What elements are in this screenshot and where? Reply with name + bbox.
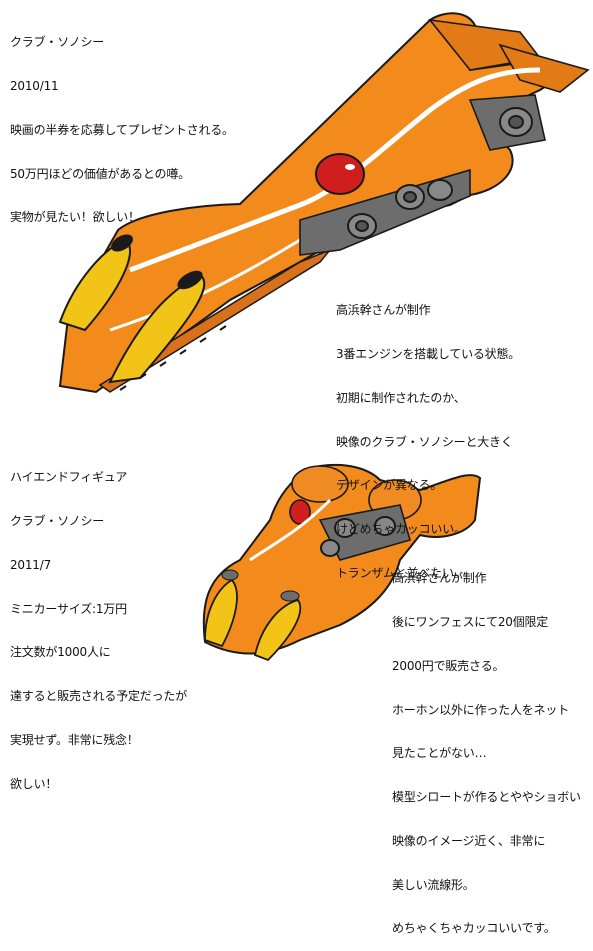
- note-line: 3番エンジンを搭載している状態。: [336, 346, 521, 361]
- note-line: 実物が見たい！欲しい！: [10, 210, 140, 225]
- note-line: クラブ・ソノシー: [10, 513, 105, 528]
- note-line: クラブ・ソノシー: [10, 35, 105, 50]
- car-hood-bulge: [291, 465, 349, 503]
- note-line: 映画の半券を応募してプレゼントされる。: [10, 122, 234, 137]
- wheel-icon: [347, 107, 533, 239]
- note-takahama-model: 高浜幹さんが制作 3番エンジンを搭載している状態。 初期に制作されたのか、 映像…: [336, 274, 520, 595]
- car-fin: [498, 43, 590, 93]
- note-line: けどめちゃカッコいい。: [336, 522, 466, 537]
- note-line: 達すると販売される予定だったが: [10, 689, 188, 704]
- note-line: ハイエンドフィギュア: [10, 470, 128, 485]
- wheel-icon: [320, 516, 396, 557]
- note-line: 2000円で販売さる。: [392, 658, 505, 673]
- note-line: 映像のイメージ近く、非常に: [392, 833, 546, 848]
- note-line: 見たことがない…: [392, 746, 487, 761]
- note-club-sonosie-2010: クラブ・ソノシー 2010/11 映画の半券を応募してプレゼントされる。 50万…: [10, 6, 234, 240]
- yellow-intake: [253, 598, 302, 662]
- note-line: 欲しい！: [10, 776, 58, 791]
- note-line: 50万円ほどの価値があるとの噂。: [10, 166, 190, 181]
- note-line: 美しい流線形。: [392, 877, 475, 892]
- car-stripe: [109, 238, 301, 332]
- note-wonfes-model: 高浜幹さんが制作 後にワンフェスにて20個限定 2000円で販売さる。 ホーホン…: [392, 542, 581, 951]
- note-line: 注文数が1000人に: [10, 645, 111, 660]
- note-line: ミニカーサイズ:1万円: [10, 601, 127, 616]
- note-line: トランザムと並べたい。: [336, 565, 466, 580]
- note-line: めちゃくちゃカッコいいです。: [392, 921, 556, 936]
- intake-vent-icon: [177, 270, 203, 290]
- cockpit-canopy: [289, 499, 311, 525]
- note-line: 高浜幹さんが制作: [336, 303, 431, 318]
- note-line: 高浜幹さんが制作: [392, 571, 487, 586]
- note-line: 映像のクラブ・ソノシーと大きく: [336, 434, 513, 449]
- note-line: デザインが異なる。: [336, 478, 443, 493]
- car-stripe: [249, 498, 332, 562]
- note-line: 2010/11: [10, 78, 59, 93]
- intake-vent-icon: [111, 234, 133, 252]
- note-line: 初期に制作されたのか、: [336, 390, 466, 405]
- note-high-end-figure: ハイエンドフィギュア クラブ・ソノシー 2011/7 ミニカーサイズ:1万円 注…: [10, 441, 187, 806]
- note-line: ホーホン以外に作った人をネット: [392, 702, 570, 717]
- cockpit-canopy: [315, 153, 365, 195]
- note-line: 後にワンフェスにて20個限定: [392, 614, 549, 629]
- belly-vents: [119, 325, 227, 391]
- note-line: 2011/7: [10, 557, 52, 572]
- note-line: 模型シロートが作るとややショボい: [392, 790, 581, 805]
- intake-vent-icon: [280, 590, 300, 602]
- canopy-highlight: [345, 164, 355, 170]
- intake-vent-icon: [221, 569, 239, 581]
- car-illustration-bottom: [202, 464, 482, 662]
- sketch-illustration: [58, 12, 590, 662]
- car-illustration-top: [58, 12, 590, 394]
- note-line: 実現せず。非常に残念！: [10, 732, 139, 747]
